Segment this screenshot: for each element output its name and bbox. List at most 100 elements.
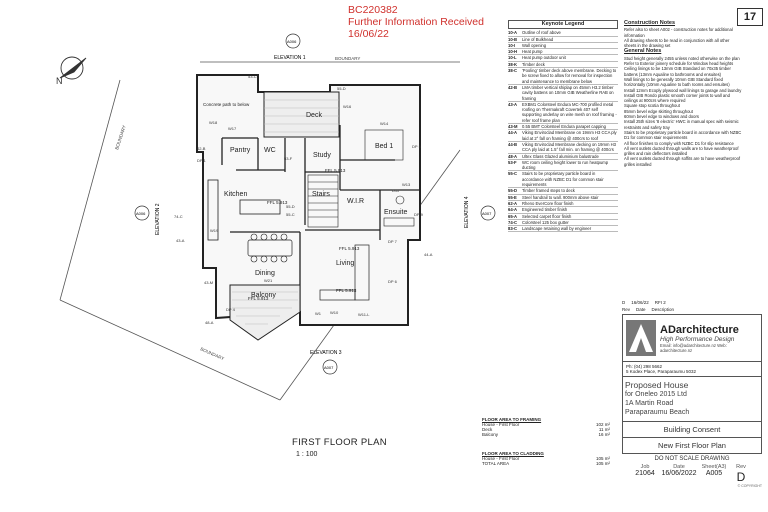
downpipe-tag: DP 7 xyxy=(388,239,398,244)
keynote-description: Rheno EverCore floor finish xyxy=(522,200,574,206)
firm-phone: Ph: (04) 298 5662 xyxy=(626,364,663,369)
keynote-description: LMA timber vertical shiplap on 45mm H3.2… xyxy=(522,84,614,101)
project-name: Proposed House xyxy=(625,380,689,390)
firm-name: ADarchitecture xyxy=(660,323,739,336)
general-note: Stairs to be proprietary particle board … xyxy=(624,129,742,141)
window-tag: W11-L xyxy=(358,312,370,317)
elevation-marker-3[interactable]: A007 ELEVATION 3 xyxy=(310,350,342,375)
area-label: Balcony xyxy=(482,432,499,437)
area-label: TOTAL AREA xyxy=(482,461,510,466)
sheet-header: Sheet(A3) xyxy=(701,464,727,470)
general-notes-title: General Notes xyxy=(624,48,662,55)
revision-header: Rev Date Description xyxy=(622,307,762,312)
window-tag: W18 xyxy=(209,120,218,125)
keynote-row: 42-B LMA timber vertical shiplap on 45mm … xyxy=(508,85,618,102)
elevation-marker-4[interactable]: A007 ELEVATION 4 xyxy=(464,196,496,228)
project-client: for Oneleo 2015 Ltd xyxy=(625,391,687,398)
keynote-description: Timber framed steps to deck xyxy=(522,188,575,194)
construction-note: Refer also to sheet A002 - construction … xyxy=(624,27,733,38)
room-living: Living xyxy=(336,260,354,267)
scale-warning: DO NOT SCALE DRAWING xyxy=(654,456,730,462)
svg-text:N: N xyxy=(56,76,63,86)
keynote-code: 10-I xyxy=(508,42,516,48)
sheet-number: A005 xyxy=(705,470,723,477)
general-note: Wall linings to be generally 10mm GIB St… xyxy=(624,76,730,88)
job-header: Job xyxy=(640,464,650,470)
keynote-code: 74-C xyxy=(508,219,518,225)
firm-contact: Email: info@adarchitecture.nz Web: adarc… xyxy=(660,342,727,353)
general-note: Ceiling linings to be 13mm GIB Standard … xyxy=(624,66,731,77)
keynote-code: 55-E xyxy=(508,194,517,200)
room-wc: WC xyxy=(264,147,276,154)
revision-letter: D xyxy=(736,470,746,484)
area-label: House - First Floor xyxy=(482,456,520,461)
plan-scale: 1 : 100 xyxy=(296,451,318,458)
downpipe-tag: DP 6 xyxy=(388,279,398,284)
area-row: TOTAL AREA 105 m² xyxy=(482,461,610,466)
boundary-line-west xyxy=(59,79,121,301)
area-row: House - First Floor 105 m² xyxy=(482,456,610,461)
room-wir: W.I.R xyxy=(347,198,364,205)
elevation-3-label: ELEVATION 3 xyxy=(310,350,342,356)
title-block: D 16/06/22 RFI 2 Rev Date Description AD… xyxy=(622,300,762,488)
construction-notes: Construction Notes Refer also to sheet A… xyxy=(624,20,742,167)
keynote-row: 38-C 'Pooling' timber deck above membrane… xyxy=(508,68,618,85)
keynote-legend-title: Keynote Legend xyxy=(508,20,618,30)
area-value: 105 m² xyxy=(595,456,610,461)
elevation-marker-2[interactable]: A006 ELEVATION 2 xyxy=(134,203,161,235)
stamp-status: Further Information Received xyxy=(348,16,484,28)
keynote-code: 43-A xyxy=(508,101,518,107)
keynote-tag: 43-A xyxy=(176,238,185,243)
boundary-label-south: BOUNDARY xyxy=(200,346,225,361)
stamp-consent-number: BC220382 xyxy=(348,4,398,16)
project-street: 1A Martin Road xyxy=(625,400,674,407)
keynote-description: Selected carpet floor finish xyxy=(522,213,572,219)
firm-address: Ph: (04) 298 5662 5 Kodex Place, Parapar… xyxy=(622,362,762,377)
firm-tagline: High Performance Design xyxy=(660,335,735,343)
downpipe-tag: DP 1 xyxy=(197,158,207,163)
sheet-info-grid: Job Date Sheet(A3) Rev 21064 16/06/2022 … xyxy=(622,464,762,484)
keynote-tag: 55-D xyxy=(337,86,346,91)
general-note: Install 12mm Ecoply plywood wall linings… xyxy=(624,87,742,93)
job-number: 21064 xyxy=(635,470,655,477)
level-marker: FFL 5.913 xyxy=(248,296,269,301)
construction-notes-title: Construction Notes xyxy=(624,20,676,26)
keynote-description: Engineered timber finish xyxy=(522,207,568,213)
rev-header: Rev xyxy=(736,464,746,470)
keynote-code: 42-B xyxy=(508,84,518,90)
site-boundary xyxy=(59,61,461,401)
keynote-description: Ultex Glass Glazed aluminium balustrade xyxy=(522,153,599,159)
keynote-code: 38-C xyxy=(508,68,518,74)
keynote-code: 10-B xyxy=(508,36,518,42)
elevation-4-code: A007 xyxy=(482,211,492,216)
elevation-marker-1[interactable]: A006 ELEVATION 1 xyxy=(274,33,306,61)
keynote-code: 48-A xyxy=(508,153,518,159)
floor-plan-drawing: BOUNDARY BOUNDARY BOUNDARY N A006 ELEVAT… xyxy=(56,33,496,401)
keynote-description: Colorsteel 125 box gutter xyxy=(522,219,569,225)
general-note: Refer to Exterior joinery schedule for W… xyxy=(624,61,734,67)
floor-areas: FLOOR AREA TO FRAMING House - First Floo… xyxy=(482,413,610,466)
keynote-description: 'Pooling' timber deck above membrane. De… xyxy=(522,68,617,84)
area-value: 102 m² xyxy=(595,422,610,427)
general-note: 85mm bevel edge skirting throughout xyxy=(624,108,693,114)
firm-logo-block: ADarchitecture High Performance Design E… xyxy=(622,314,762,362)
boundary-line-south xyxy=(59,299,281,401)
general-note: 60mm bevel edge to windows and doors xyxy=(624,114,699,120)
revision-row: D 16/06/22 RFI 2 xyxy=(622,300,762,305)
keynote-code: 10-H xyxy=(508,49,518,55)
keynote-description: Timber deck xyxy=(522,61,545,67)
level-marker: FFL 5.913 xyxy=(339,246,360,251)
firm-street: 5 Kodex Place, Paraparaumu 5032 xyxy=(626,369,697,374)
room-dining: Dining xyxy=(255,270,275,277)
keynote-code: 53-F xyxy=(508,159,517,165)
area-value: 105 m² xyxy=(595,461,610,466)
concrete-path-note: Concrete path to below xyxy=(203,102,250,107)
keynote-description: Heat pump xyxy=(522,49,543,55)
